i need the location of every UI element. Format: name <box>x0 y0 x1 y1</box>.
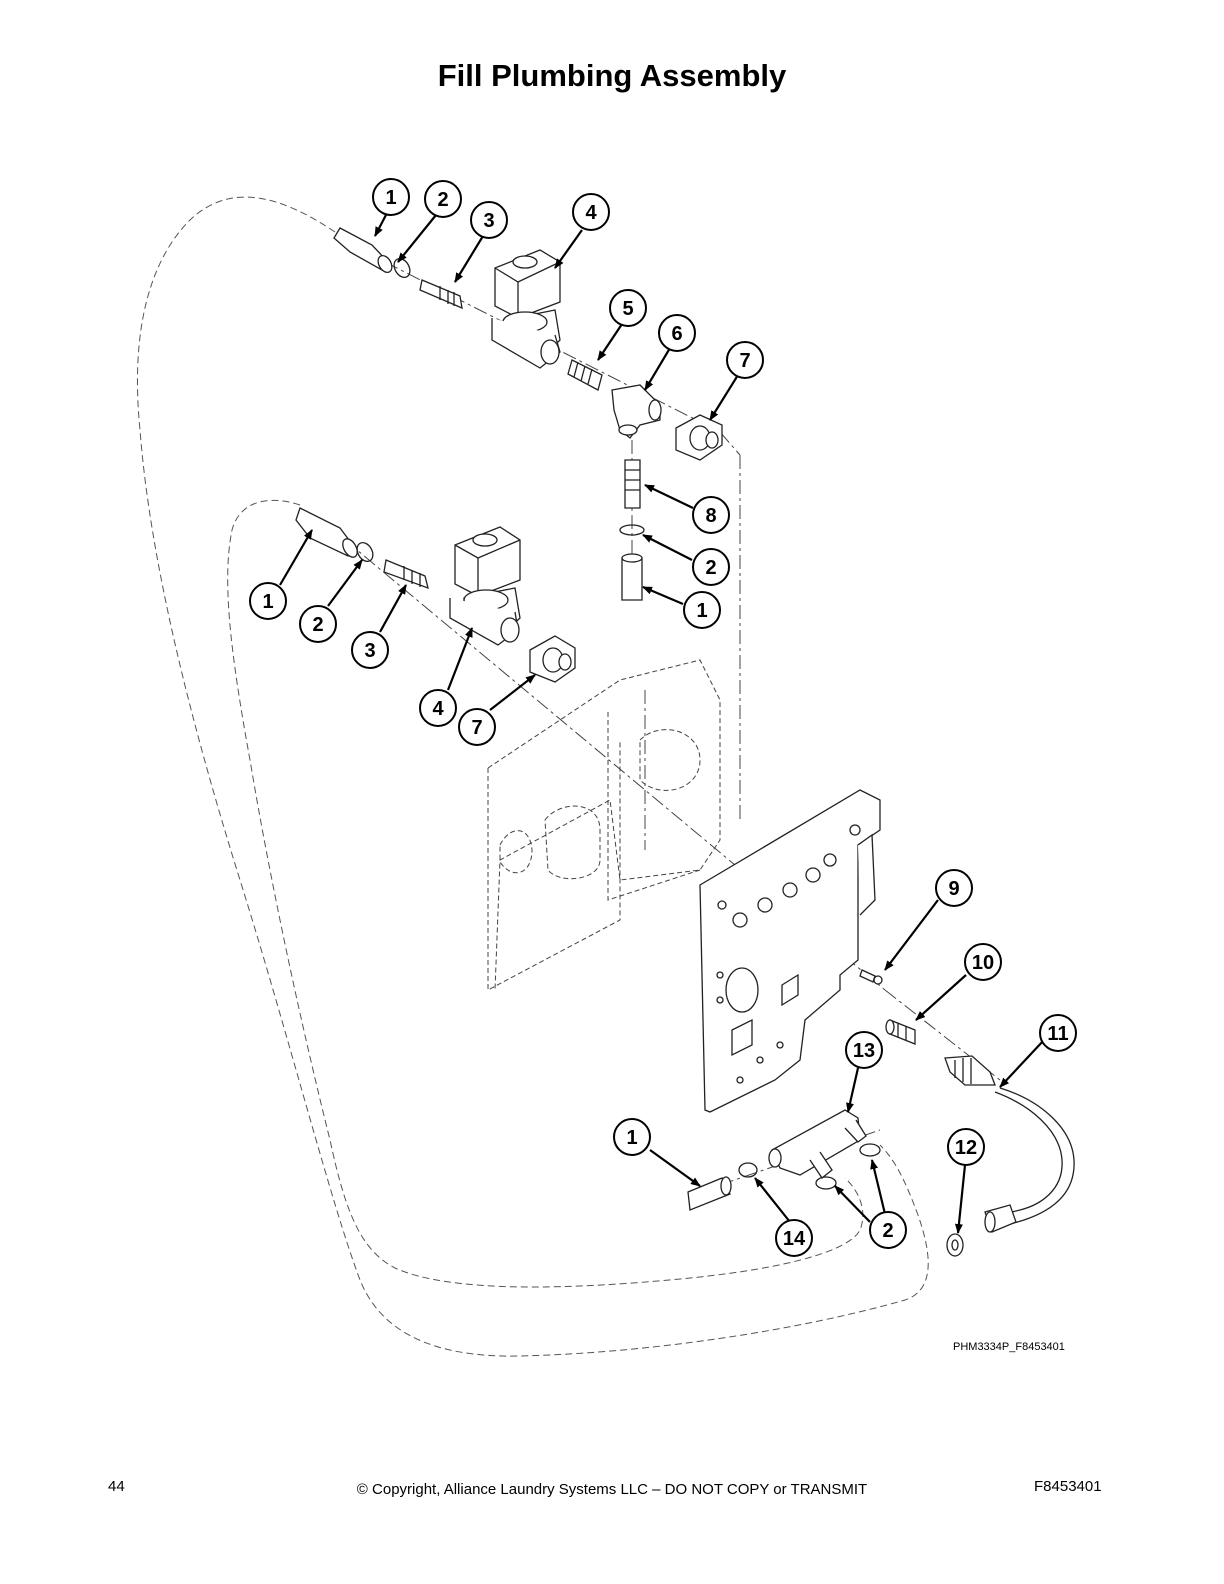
svg-text:4: 4 <box>432 698 444 720</box>
svg-text:4: 4 <box>585 202 597 224</box>
svg-text:7: 7 <box>739 350 750 372</box>
svg-text:10: 10 <box>972 952 994 974</box>
tee-fitting <box>611 384 662 439</box>
nipple-fitting-upper <box>567 359 603 391</box>
callout-2: 2 <box>869 1211 907 1249</box>
callout-14: 14 <box>775 1219 813 1257</box>
hose-vertical <box>621 553 643 601</box>
svg-text:1: 1 <box>385 187 396 209</box>
barb-elbow-fitting <box>624 459 641 509</box>
svg-text:2: 2 <box>882 1220 893 1242</box>
hose-clamps-lower <box>738 1143 881 1190</box>
figure-code: PHM3334P_F8453401 <box>953 1341 1065 1353</box>
document-id: F8453401 <box>1034 1478 1102 1495</box>
hose-upper <box>333 227 393 274</box>
svg-text:12: 12 <box>955 1137 977 1159</box>
screw <box>859 969 883 985</box>
hose-clamp-upper <box>393 258 411 278</box>
svg-text:2: 2 <box>705 557 716 579</box>
callout-3: 3 <box>470 201 508 239</box>
svg-text:14: 14 <box>783 1228 806 1250</box>
callout-12: 12 <box>947 1128 985 1166</box>
hose-route-inner <box>227 499 864 1288</box>
callouts: 1 2 3 4 5 6 7 8 2 1 1 2 3 4 7 9 10 11 12… <box>249 178 1077 1257</box>
flange-fitting-upper <box>675 414 723 461</box>
svg-text:2: 2 <box>437 189 448 211</box>
callout-4: 4 <box>419 689 457 727</box>
solenoid-valve-upper <box>491 249 561 369</box>
callout-1: 1 <box>613 1118 651 1156</box>
hose-lower <box>687 1176 732 1211</box>
svg-text:9: 9 <box>948 878 959 900</box>
washer <box>946 1233 964 1257</box>
svg-text:1: 1 <box>626 1127 637 1149</box>
callout-8: 8 <box>692 496 730 534</box>
hose-route-outer <box>136 196 929 1357</box>
callout-2: 2 <box>299 605 337 643</box>
callout-2: 2 <box>692 548 730 586</box>
flange-fitting-middle <box>529 635 576 683</box>
callout-1: 1 <box>372 178 410 216</box>
hose-clamp-middle <box>356 542 374 562</box>
fill-hose-assembly <box>944 1055 1075 1233</box>
callout-3: 3 <box>351 631 389 669</box>
callout-1: 1 <box>249 582 287 620</box>
solenoid-valve-middle <box>449 526 521 646</box>
svg-text:3: 3 <box>364 640 375 662</box>
callout-7: 7 <box>458 708 496 746</box>
svg-text:1: 1 <box>262 591 273 613</box>
copyright-notice: © Copyright, Alliance Laundry Systems LL… <box>356 1481 868 1498</box>
svg-text:8: 8 <box>705 505 716 527</box>
svg-text:13: 13 <box>853 1040 875 1062</box>
svg-text:2: 2 <box>312 614 323 636</box>
svg-text:3: 3 <box>483 210 494 232</box>
callout-10: 10 <box>964 943 1002 981</box>
mounting-frame-phantom <box>487 659 721 991</box>
svg-text:6: 6 <box>671 323 682 345</box>
control-panel-bracket <box>699 789 881 1113</box>
callout-2: 2 <box>424 180 462 218</box>
callout-6: 6 <box>658 314 696 352</box>
callout-9: 9 <box>935 869 973 907</box>
hose-middle <box>295 507 358 558</box>
leader-arrows <box>279 212 1045 1234</box>
svg-text:7: 7 <box>471 717 482 739</box>
callout-13: 13 <box>845 1031 883 1069</box>
callout-4: 4 <box>572 193 610 231</box>
callout-5: 5 <box>609 289 647 327</box>
callout-1: 1 <box>683 591 721 629</box>
bulkhead-fitting <box>885 1019 916 1045</box>
callout-11: 11 <box>1039 1014 1077 1052</box>
svg-text:1: 1 <box>696 600 707 622</box>
hose-clamp-vertical <box>619 524 645 536</box>
svg-text:5: 5 <box>622 298 633 320</box>
barb-fitting-upper <box>419 279 463 310</box>
svg-text:11: 11 <box>1047 1023 1068 1045</box>
page-number: 44 <box>108 1478 125 1495</box>
barb-fitting-middle <box>383 559 429 590</box>
y-manifold <box>768 1109 867 1179</box>
page-title: Fill Plumbing Assembly <box>437 58 787 93</box>
callout-7: 7 <box>726 341 764 379</box>
